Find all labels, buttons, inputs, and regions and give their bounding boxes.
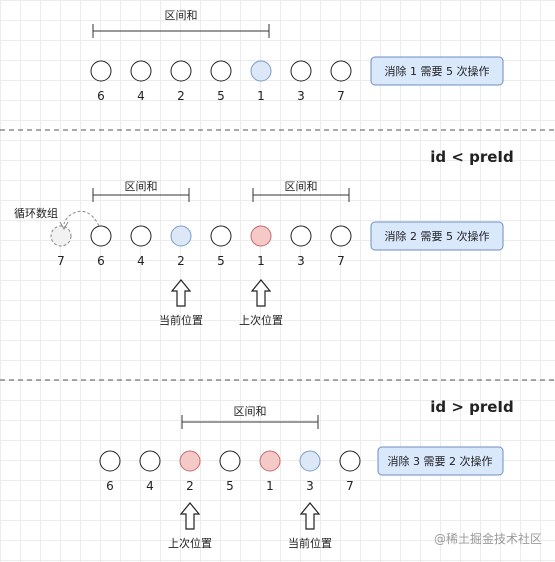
section-3-number-1: 6 [106, 479, 114, 493]
section-3-range-1-label: 区间和 [234, 405, 267, 418]
section-1-node-4 [210, 60, 232, 82]
section-2-node-2 [130, 225, 152, 247]
section-1-number-4: 5 [217, 89, 225, 103]
watermark: @稀土掘金技术社区 [434, 531, 542, 546]
section-2-node-3 [170, 225, 192, 247]
section-3-pointer-2-label: 当前位置 [288, 536, 332, 550]
section-3-pointer-2-arrow-icon [299, 502, 321, 530]
section-2-range-1-label: 区间和 [125, 180, 158, 193]
section-3-number-7: 7 [346, 479, 354, 493]
section-2-pointer-2-label: 上次位置 [239, 313, 283, 327]
section-3-node-3 [179, 450, 201, 472]
section-1-node-7 [330, 60, 352, 82]
section-1-range-1-label: 区间和 [165, 9, 198, 22]
section-3-operation-box: 消除 3 需要 2 次操作 [377, 446, 504, 476]
section-3-node-6 [299, 450, 321, 472]
section-3-node-1 [99, 450, 121, 472]
section-3-number-3: 2 [186, 479, 194, 493]
section-1-operation-box: 消除 1 需要 5 次操作 [370, 56, 504, 86]
section-1-number-5: 1 [257, 89, 265, 103]
section-2-range-2-label: 区间和 [285, 180, 318, 193]
ghost-node-number: 7 [57, 254, 65, 268]
section-2-number-1: 6 [97, 254, 105, 268]
section-1-node-3 [170, 60, 192, 82]
section-2-title: id < preId [430, 148, 514, 166]
section-2-node-1 [90, 225, 112, 247]
section-2-number-3: 2 [177, 254, 185, 268]
circular-arrow-head [59, 221, 69, 231]
section-1-number-6: 3 [297, 89, 305, 103]
section-2-node-4 [210, 225, 232, 247]
section-3-node-2 [139, 450, 161, 472]
section-2-number-6: 3 [297, 254, 305, 268]
section-1-node-1 [90, 60, 112, 82]
section-2-number-5: 1 [257, 254, 265, 268]
section-1-node-2 [130, 60, 152, 82]
ghost-node-group: 7 循环数组 [14, 206, 100, 268]
circular-array-label: 循环数组 [14, 206, 58, 220]
section-3-number-5: 1 [266, 479, 274, 493]
section-2-number-4: 5 [217, 254, 225, 268]
section-3-pointer-1-arrow-icon [179, 502, 201, 530]
section-3-number-2: 4 [146, 479, 154, 493]
section-1-node-6 [290, 60, 312, 82]
section-1-number-3: 2 [177, 89, 185, 103]
section-3-number-6: 3 [306, 479, 314, 493]
section-3-node-4 [219, 450, 241, 472]
section-3-node-7 [339, 450, 361, 472]
section-3-operation-label: 消除 3 需要 2 次操作 [388, 454, 493, 468]
section-2-number-2: 4 [137, 254, 145, 268]
section-2-pointer-2-arrow-icon [250, 279, 272, 307]
section-2-number-7: 7 [337, 254, 345, 268]
section-3-pointer-1-label: 上次位置 [168, 536, 212, 550]
section-3-number-4: 5 [226, 479, 234, 493]
section-1-number-2: 4 [137, 89, 145, 103]
section-2-node-6 [290, 225, 312, 247]
section-1-number-1: 6 [97, 89, 105, 103]
ghost-node [50, 225, 72, 247]
section-2-node-5 [250, 225, 272, 247]
section-1-operation-label: 消除 1 需要 5 次操作 [385, 64, 490, 78]
section-2-node-7 [330, 225, 352, 247]
circular-arrow [63, 210, 100, 227]
section-2-pointer-1-arrow-icon [170, 279, 192, 307]
section-1-node-5 [250, 60, 272, 82]
section-1-number-7: 7 [337, 89, 345, 103]
section-3-title: id > preId [430, 398, 514, 416]
section-2-operation-box: 消除 2 需要 5 次操作 [370, 221, 504, 251]
section-2-pointer-1-label: 当前位置 [159, 313, 203, 327]
section-3-node-5 [259, 450, 281, 472]
section-2-operation-label: 消除 2 需要 5 次操作 [385, 229, 490, 243]
